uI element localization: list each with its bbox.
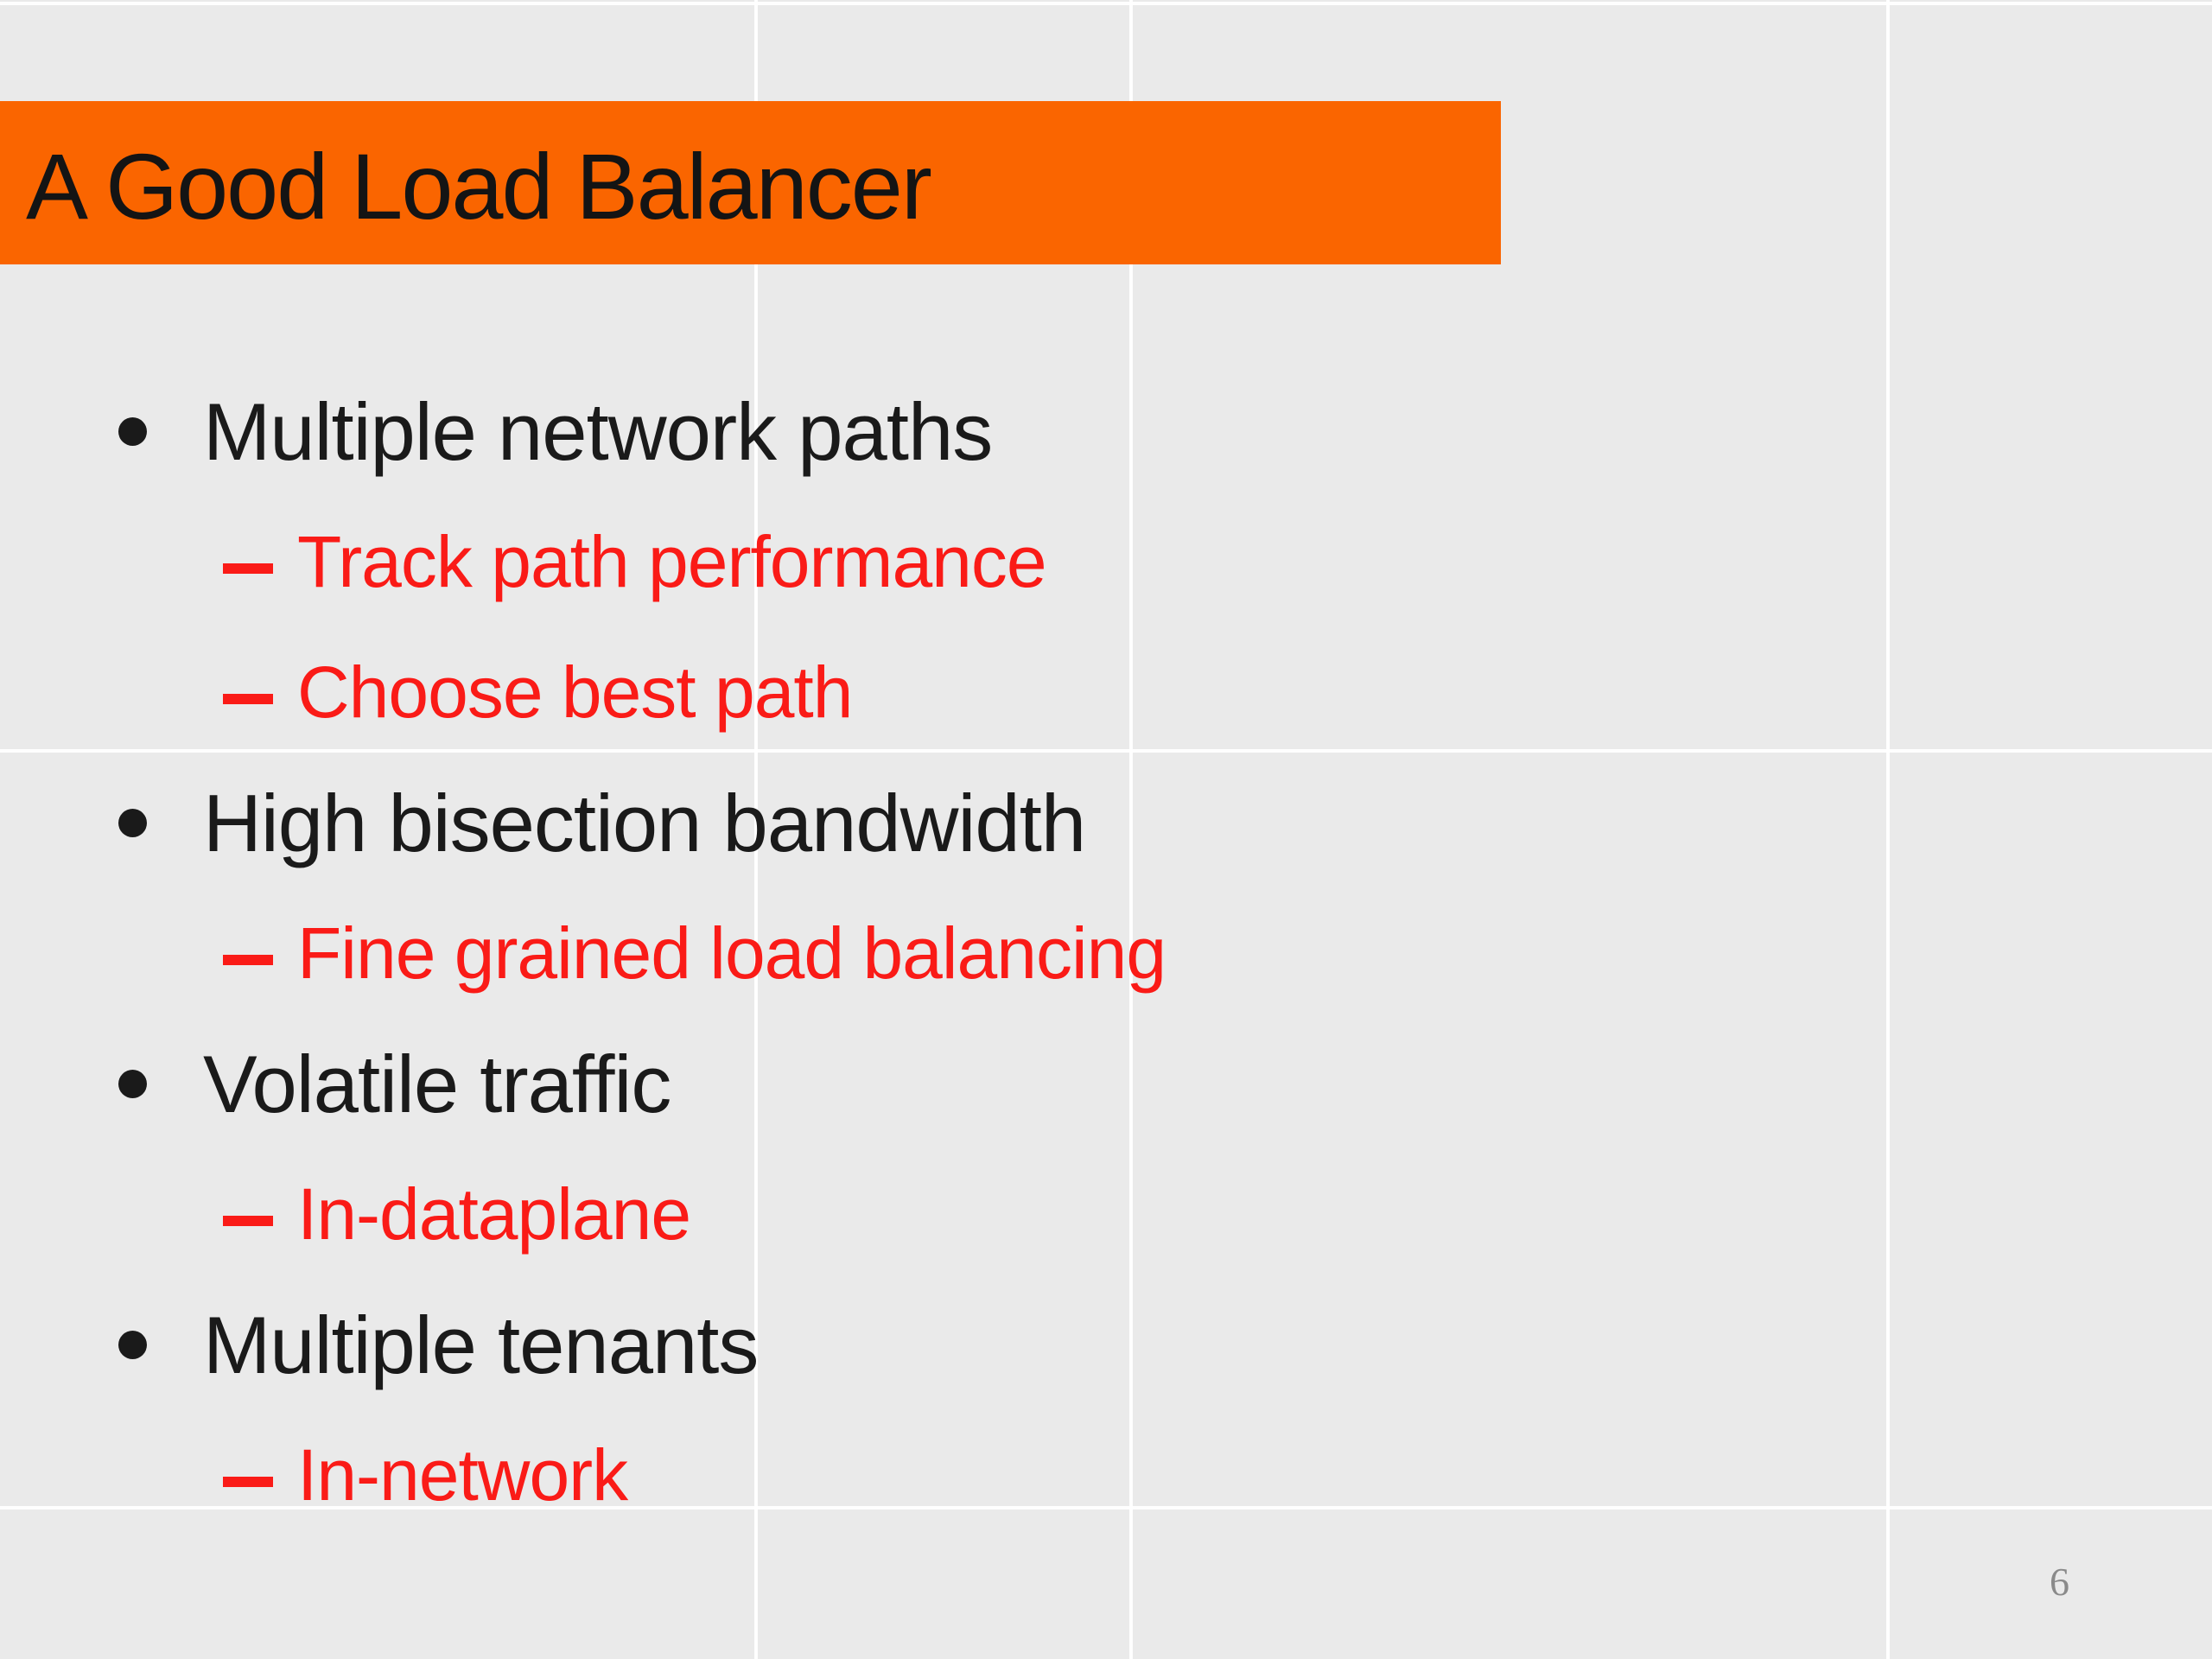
bullet-text: Volatile traffic <box>203 1038 671 1129</box>
bullet-item-level2: Choose best path <box>0 627 1901 758</box>
bullet-item-level1: Multiple network paths <box>0 366 1901 497</box>
gridline-vertical-middle <box>1129 0 1133 1659</box>
dash-icon <box>223 954 273 965</box>
slide-title: A Good Load Balancer <box>26 134 932 238</box>
gridline-horizontal-middle <box>0 749 2212 753</box>
bullet-text: High bisection bandwidth <box>203 777 1086 868</box>
bullet-text: Multiple network paths <box>203 385 993 477</box>
bullet-text: Multiple tenants <box>203 1299 759 1390</box>
bullet-text: Track path performance <box>297 521 1047 602</box>
bullet-item-level2: Fine grained load balancing <box>0 888 1901 1019</box>
gridline-vertical-right <box>1886 0 1890 1659</box>
dash-icon <box>223 693 273 704</box>
gridline-horizontal-bottom <box>0 1506 2212 1510</box>
bullet-item-level1: Volatile traffic <box>0 1019 1901 1149</box>
bullet-item-level1: High bisection bandwidth <box>0 758 1901 888</box>
bullet-text: Choose best path <box>297 652 853 733</box>
bullet-text: In-dataplane <box>297 1173 691 1255</box>
dash-icon <box>223 563 273 574</box>
bullet-dot-icon <box>118 1070 147 1098</box>
bullet-item-level2: In-dataplane <box>0 1149 1901 1280</box>
bullet-dot-icon <box>118 417 147 446</box>
title-bar: A Good Load Balancer <box>0 101 1501 264</box>
bullet-item-level1: Multiple tenants <box>0 1280 1901 1410</box>
dash-icon <box>223 1476 273 1487</box>
bullet-dot-icon <box>118 1331 147 1359</box>
dash-icon <box>223 1215 273 1226</box>
gridline-vertical-left <box>754 0 758 1659</box>
bullet-text: In-network <box>297 1434 628 1516</box>
bullet-item-level2: In-network <box>0 1410 1901 1541</box>
bullet-dot-icon <box>118 809 147 837</box>
bullet-text: Fine grained load balancing <box>297 912 1166 994</box>
page-number: 6 <box>2050 1560 2069 1604</box>
bullet-item-level2: Track path performance <box>0 497 1901 627</box>
gridline-horizontal-top <box>0 2 2212 5</box>
